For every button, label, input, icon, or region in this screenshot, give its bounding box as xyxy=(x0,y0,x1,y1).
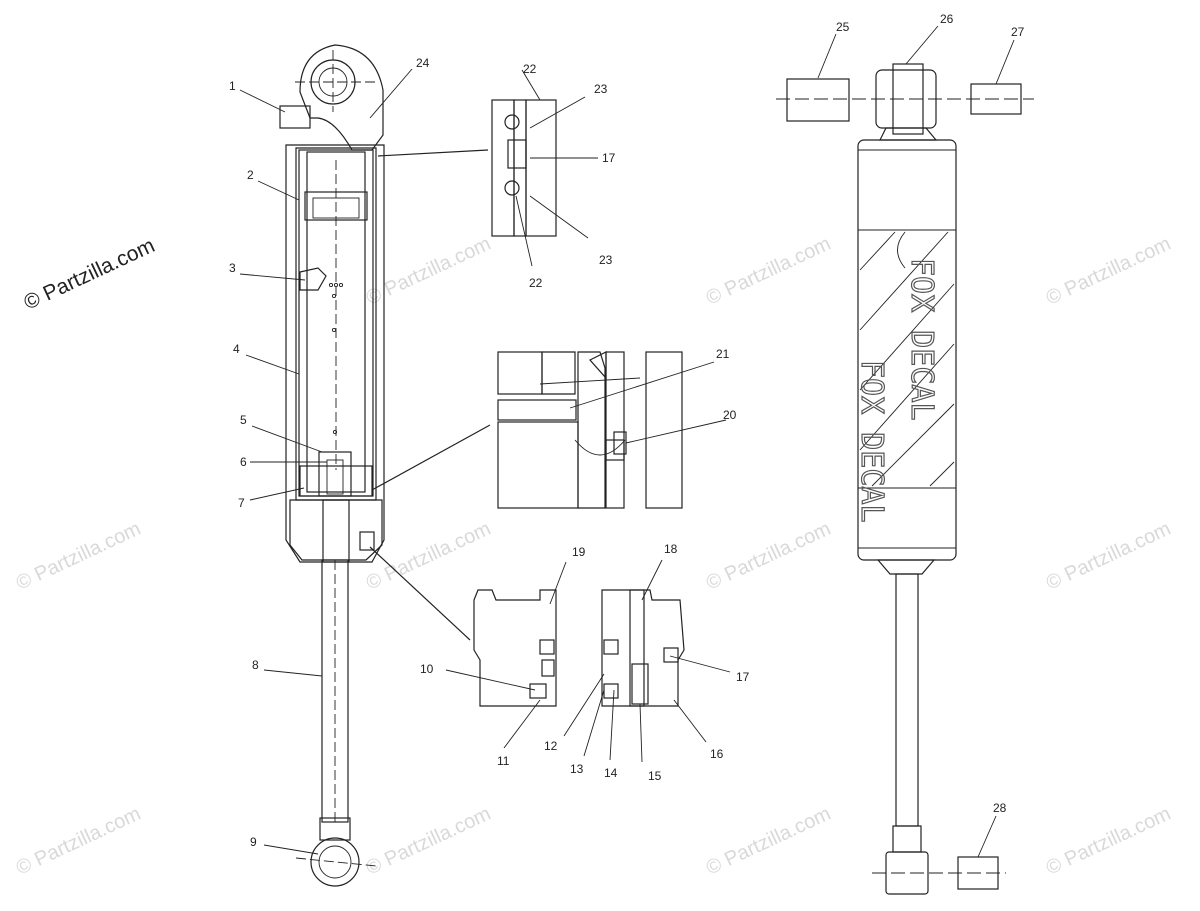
callout-22a: 22 xyxy=(523,62,537,76)
callout-4: 4 xyxy=(233,342,240,356)
callout-2: 2 xyxy=(247,168,254,182)
callout-17b: 17 xyxy=(736,670,750,684)
callout-6: 6 xyxy=(240,455,247,469)
callout-22b: 22 xyxy=(529,276,543,290)
watermark-text: © Partzilla.com xyxy=(703,518,834,595)
watermark-text: © Partzilla.com xyxy=(13,803,144,880)
callout-1: 1 xyxy=(229,79,236,93)
callout-10: 10 xyxy=(420,662,434,676)
leader-lines-left xyxy=(239,68,491,855)
detail-seal-view xyxy=(491,69,598,267)
watermark-group: © Partzilla.com © Partzilla.com © Partzi… xyxy=(13,233,1174,880)
shock-exterior-view: FOX DECAL FOX DECAL xyxy=(776,25,1034,895)
callout-8: 8 xyxy=(252,658,259,672)
callout-12: 12 xyxy=(544,739,558,753)
callout-28: 28 xyxy=(993,801,1007,815)
callout-7: 7 xyxy=(238,496,245,510)
callout-labels: 1 2 3 4 5 6 7 8 9 10 11 12 13 14 15 16 1… xyxy=(229,12,1025,849)
watermark-text: © Partzilla.com xyxy=(363,803,494,880)
watermark-text: © Partzilla.com xyxy=(363,233,494,310)
callout-24: 24 xyxy=(416,56,430,70)
callout-5: 5 xyxy=(240,413,247,427)
callout-17a: 17 xyxy=(602,151,616,165)
callout-16: 16 xyxy=(710,747,724,761)
callout-3: 3 xyxy=(229,261,236,275)
callout-21: 21 xyxy=(716,347,730,361)
callout-27: 27 xyxy=(1011,25,1025,39)
watermark-main-text: © Partzilla.com xyxy=(20,234,158,315)
shock-section-view xyxy=(279,44,385,887)
callout-14: 14 xyxy=(604,766,618,780)
callout-19: 19 xyxy=(572,545,586,559)
decal-text-lower: FOX DECAL xyxy=(854,360,889,523)
decal-text-upper: FOX DECAL xyxy=(904,258,939,421)
detail-piston-view xyxy=(497,351,727,509)
decal-hatching xyxy=(859,231,955,487)
watermark-text: © Partzilla.com xyxy=(703,233,834,310)
watermark-text: © Partzilla.com xyxy=(703,803,834,880)
callout-23a: 23 xyxy=(594,82,608,96)
watermark-text: © Partzilla.com xyxy=(1043,518,1174,595)
callout-15: 15 xyxy=(648,769,662,783)
callout-25: 25 xyxy=(836,20,850,34)
callout-26: 26 xyxy=(940,12,954,26)
callout-20: 20 xyxy=(723,408,737,422)
watermark-text: © Partzilla.com xyxy=(13,518,144,595)
watermark-text: © Partzilla.com xyxy=(1043,803,1174,880)
callout-13: 13 xyxy=(570,762,584,776)
callout-11: 11 xyxy=(497,754,510,768)
watermark-text: © Partzilla.com xyxy=(1043,233,1174,310)
callout-23b: 23 xyxy=(599,253,613,267)
detail-sealhead-view xyxy=(445,559,731,763)
callout-9: 9 xyxy=(250,835,257,849)
callout-18: 18 xyxy=(664,542,678,556)
